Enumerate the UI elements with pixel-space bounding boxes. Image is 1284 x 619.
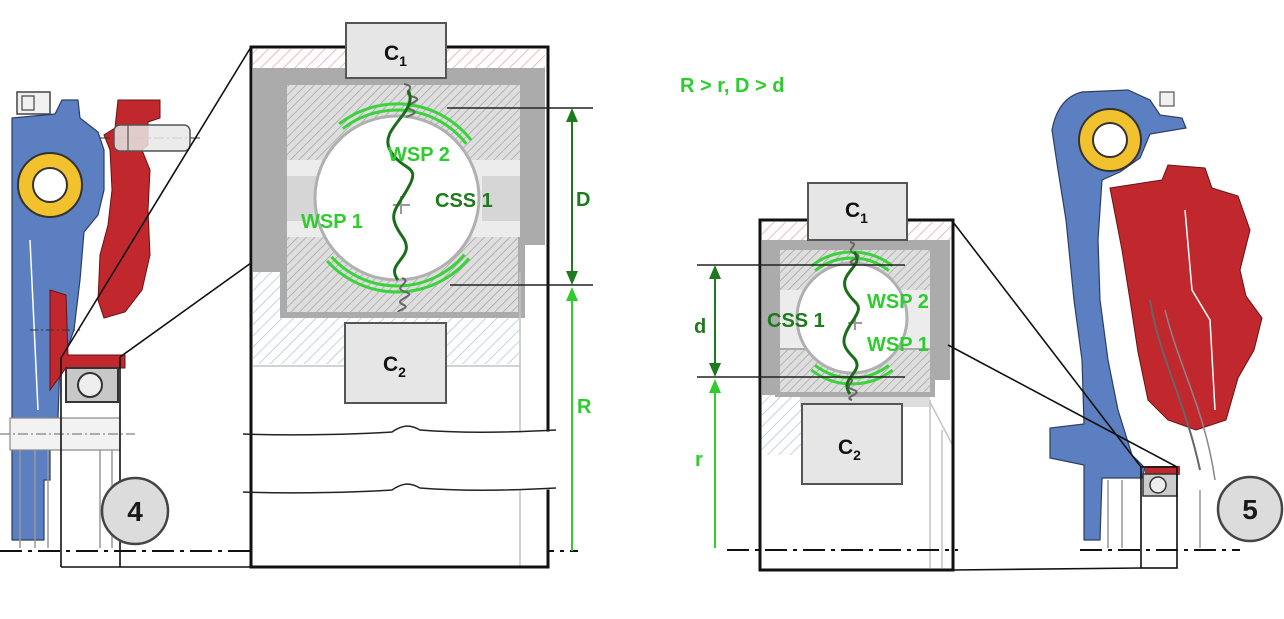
dim-d-label: d — [694, 316, 706, 338]
dim-r-arrow — [709, 379, 721, 393]
callout-4: 4 — [100, 476, 170, 546]
callout-5-circle — [1216, 475, 1284, 543]
right-c1-label: C1 — [845, 199, 868, 226]
right-hub-diagonal — [929, 401, 953, 445]
left-wsp2-label: WSP 2 — [388, 144, 450, 166]
right-cross-section — [947, 89, 1263, 571]
cage-left-block — [287, 176, 317, 221]
left-c1-box: C1 — [345, 22, 447, 79]
right-detail: C1 C2 CSS 1 WSP 2 WSP 1 d r — [694, 182, 955, 572]
right-c2-label: C2 — [838, 436, 861, 463]
left-c2-rect — [344, 322, 447, 404]
ring-bore — [32, 167, 68, 203]
left-c1-rect — [345, 22, 447, 79]
right-zoom-line-middle — [947, 344, 1178, 468]
left-detail: C1 C2 WSP 2 WSP 1 CSS 1 D R — [242, 22, 593, 569]
right-wsp-arc-bottom-inner — [814, 364, 890, 380]
break-line-upper — [242, 425, 557, 436]
dim-d-arrow-top — [709, 265, 721, 279]
right-hub-strip — [800, 397, 930, 407]
left-css1-label: CSS 1 — [435, 190, 493, 212]
top-tab-inner — [21, 95, 35, 111]
right-c1-rect — [807, 182, 908, 241]
right-bearing-support-red — [1145, 466, 1180, 475]
housing-inner-line — [29, 239, 39, 411]
right-contact-spring-bottom-gray — [847, 377, 858, 401]
wsp-arc-bottom-outer — [325, 257, 471, 294]
right-css-spring — [842, 251, 860, 395]
left-c1-label: C1 — [384, 42, 407, 69]
bolt — [113, 124, 191, 152]
right-diaphragm-line-2 — [1164, 309, 1216, 481]
right-c1-box: C1 — [807, 182, 908, 241]
right-ring-bore — [1092, 122, 1128, 158]
right-release-bearing-ball — [1149, 476, 1167, 494]
shaft-guide — [9, 417, 121, 451]
right-wsp-arc-bottom-outer — [810, 368, 894, 386]
right-hub-hatch-blue — [762, 392, 802, 455]
zoom-line-middle — [119, 262, 252, 358]
break-gap — [420, 431, 560, 492]
callout-5-number: 5 — [1242, 494, 1258, 525]
right-diaphragm-line-1 — [1149, 299, 1201, 471]
left-c2-box: C2 — [344, 322, 447, 404]
right-c2-rect — [801, 403, 903, 485]
css-spring — [386, 89, 415, 281]
dim-R-label: R — [577, 396, 592, 418]
right-top-tab — [1159, 91, 1175, 107]
relation-label: R > r, D > d — [680, 75, 784, 97]
right-wsp1-label: WSP 1 — [867, 334, 929, 356]
release-bearing-ball — [77, 372, 103, 398]
right-wsp2-label: WSP 2 — [867, 291, 929, 313]
dim-D-arrow-top — [566, 108, 578, 122]
wsp-arc-top-inner — [341, 108, 468, 145]
right-diaphragm-line-3 — [1184, 209, 1216, 411]
right-c2-box: C2 — [801, 403, 903, 485]
dim-r-label: r — [695, 449, 703, 471]
callout-5: 5 — [1216, 475, 1284, 543]
right-css1-label: CSS 1 — [767, 310, 825, 332]
right-zoom-line-top — [952, 221, 1142, 468]
left-wsp1-label: WSP 1 — [301, 211, 363, 233]
dim-R-arrow — [566, 287, 578, 301]
left-c2-label: C2 — [383, 353, 406, 380]
callout-4-number: 4 — [127, 496, 143, 527]
right-zoom-line-bottom — [952, 567, 1142, 571]
left-cross-section — [0, 46, 252, 568]
contact-spring-bottom-gray — [397, 277, 410, 313]
dim-D-label: D — [576, 189, 590, 211]
dim-D-arrow-bottom — [566, 271, 578, 285]
right-lever-red — [1109, 164, 1263, 431]
right-housing-blue — [1049, 89, 1187, 541]
bearing-support-red — [49, 289, 126, 392]
wsp-arc-bottom-inner — [330, 253, 466, 288]
right-detail-source-frame — [1140, 466, 1178, 569]
zoom-line-top — [60, 46, 252, 359]
callout-4-circle — [100, 476, 170, 546]
break-line-lower — [242, 483, 557, 494]
dim-d-arrow-bottom — [709, 363, 721, 377]
cage-right-block — [482, 176, 520, 221]
